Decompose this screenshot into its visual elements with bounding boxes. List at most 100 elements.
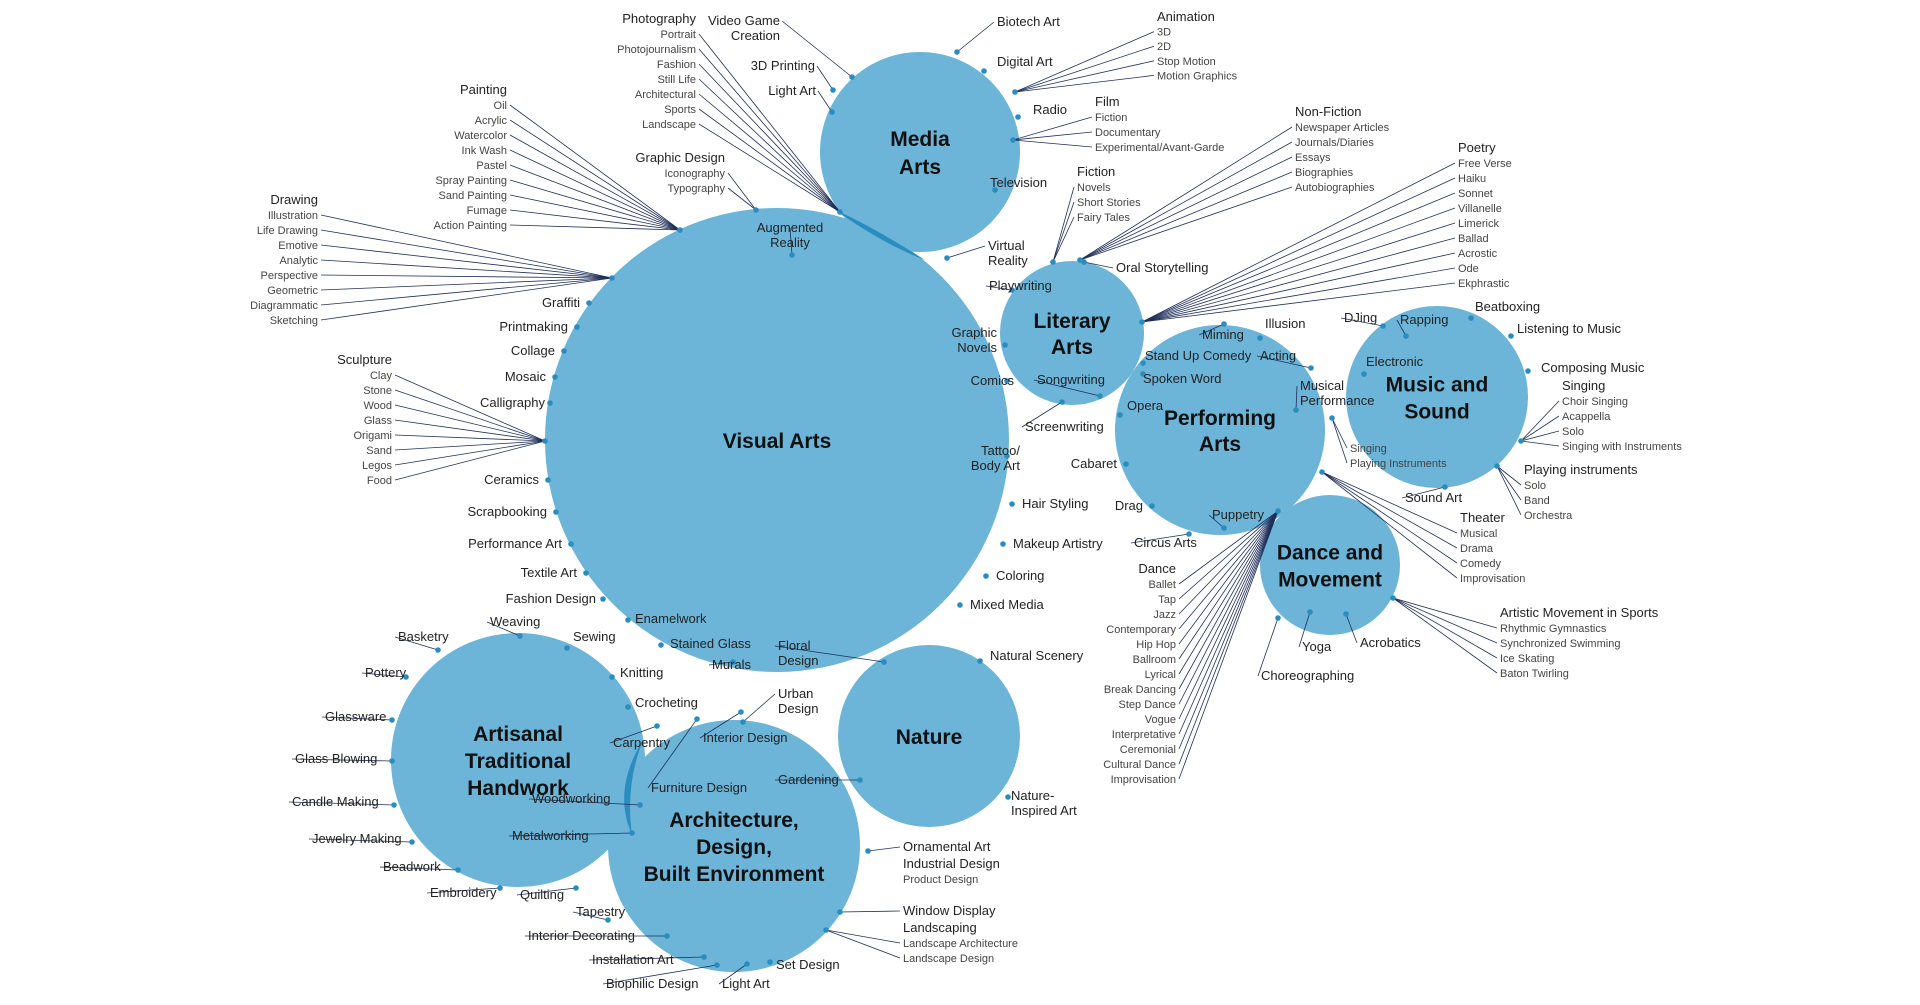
- group-film: FilmFictionDocumentaryExperimental/Avant…: [1095, 94, 1224, 154]
- label-line: Window Display: [903, 903, 996, 918]
- connector-line: [509, 194, 681, 231]
- anchor-dot: [1257, 335, 1263, 341]
- label-line: Basketry: [398, 629, 449, 644]
- connector-line: [1141, 162, 1456, 323]
- anchor-dot: [1059, 399, 1065, 405]
- anchor-dot: [1508, 333, 1514, 339]
- label-line: Hair Styling: [1022, 496, 1088, 511]
- group-item-fashion: Fashion: [657, 59, 696, 71]
- label-makeup: Makeup Artistry: [1013, 536, 1103, 551]
- label-naturalscenery: Natural Scenery: [990, 648, 1084, 663]
- group-item-experimental-avant-garde: Experimental/Avant-Garde: [1095, 142, 1224, 154]
- label-line: Listening to Music: [1517, 321, 1622, 336]
- label-line: Sewing: [573, 629, 616, 644]
- label-line: Interior Design: [703, 730, 788, 745]
- anchor-dot: [1004, 378, 1010, 384]
- connector-line: [394, 389, 546, 442]
- circle-title-line: Sound: [1404, 401, 1469, 424]
- anchor-dot: [600, 596, 606, 602]
- hub-dot: [1275, 508, 1281, 514]
- label-line: Stained Glass: [670, 636, 751, 651]
- group-item-portrait: Portrait: [661, 29, 696, 41]
- group-item-limerick: Limerick: [1458, 218, 1499, 230]
- anchor-dot: [391, 802, 397, 808]
- group-item-short-stories: Short Stories: [1077, 197, 1141, 209]
- label-line: Inspired Art: [1011, 803, 1077, 818]
- circle-title-line: Performing: [1164, 407, 1276, 430]
- label-djing: DJing: [1344, 310, 1377, 325]
- label-line: Embroidery: [430, 885, 497, 900]
- leader-line: [781, 20, 853, 78]
- group-title: Animation: [1157, 9, 1215, 24]
- label-cabaret: Cabaret: [1071, 456, 1118, 471]
- circle-literary: [1000, 261, 1144, 405]
- label-line: Performance Art: [468, 536, 562, 551]
- label-line: Puppetry: [1212, 507, 1265, 522]
- label-performanceart: Performance Art: [468, 536, 562, 551]
- label-line: Textile Art: [521, 565, 578, 580]
- overlap-artisanal-arch: [624, 740, 643, 835]
- circle-media: [820, 52, 1020, 252]
- label-line: Tattoo/: [981, 443, 1020, 458]
- group-item-interpretative: Interpretative: [1112, 729, 1176, 741]
- anchor-dot: [409, 839, 415, 845]
- circle-nature: [838, 645, 1020, 827]
- connector-line: [1014, 75, 1155, 93]
- group-item-journals-diaries: Journals/Diaries: [1295, 137, 1374, 149]
- connector-line: [1079, 126, 1293, 261]
- group-title: Artistic Movement in Sports: [1500, 605, 1659, 620]
- connector-line: [509, 209, 681, 231]
- label-line: Biophilic Design: [606, 976, 699, 991]
- label-line: Beatboxing: [1475, 299, 1540, 314]
- connector-line: [698, 48, 841, 213]
- leader-line: [379, 866, 459, 871]
- label-line: Graphic: [951, 325, 997, 340]
- connector-line: [1079, 186, 1293, 261]
- leader-line: [602, 964, 718, 985]
- connector-line: [1178, 510, 1279, 735]
- group-item-ink-wash: Ink Wash: [462, 145, 507, 157]
- label-sewing: Sewing: [573, 629, 616, 644]
- connector-line: [1141, 222, 1456, 323]
- connector-line: [509, 104, 681, 231]
- anchor-dot: [1004, 453, 1010, 459]
- connector-line: [1178, 510, 1279, 765]
- circle-music: [1346, 306, 1528, 488]
- label-line: Circus Arts: [1134, 535, 1197, 550]
- connector-line: [1520, 440, 1560, 447]
- label-interiordecor: Interior Decorating: [528, 928, 635, 943]
- group-title: Industrial Design: [903, 856, 1000, 871]
- connector-line: [1014, 31, 1155, 93]
- anchor-dot: [609, 674, 615, 680]
- anchor-dot: [1009, 501, 1015, 507]
- leader-line: [1208, 514, 1225, 529]
- connector-line: [1012, 139, 1093, 148]
- connector-line: [1178, 510, 1279, 750]
- connector-line: [1321, 471, 1458, 564]
- anchor-dot: [564, 645, 570, 651]
- label-line: Musical: [1300, 378, 1344, 393]
- label-candle: Candle Making: [292, 794, 379, 809]
- group-item-acappella: Acappella: [1562, 411, 1611, 423]
- label-soundart: Sound Art: [1405, 490, 1462, 505]
- leader-line: [572, 911, 609, 921]
- label-hairstyling: Hair Styling: [1022, 496, 1088, 511]
- group-item-diagrammatic: Diagrammatic: [250, 300, 318, 312]
- label-fashiondesign: Fashion Design: [506, 591, 596, 606]
- label-coloring: Coloring: [996, 568, 1044, 583]
- label-tattoo: Tattoo/Body Art: [971, 443, 1021, 473]
- label-choreographing: Choreographing: [1261, 668, 1354, 683]
- connector-line: [825, 929, 901, 944]
- anchor-dot: [664, 933, 670, 939]
- group-item-vogue: Vogue: [1145, 714, 1176, 726]
- anchor-dot: [837, 909, 843, 915]
- group-title: Graphic Design: [635, 150, 725, 165]
